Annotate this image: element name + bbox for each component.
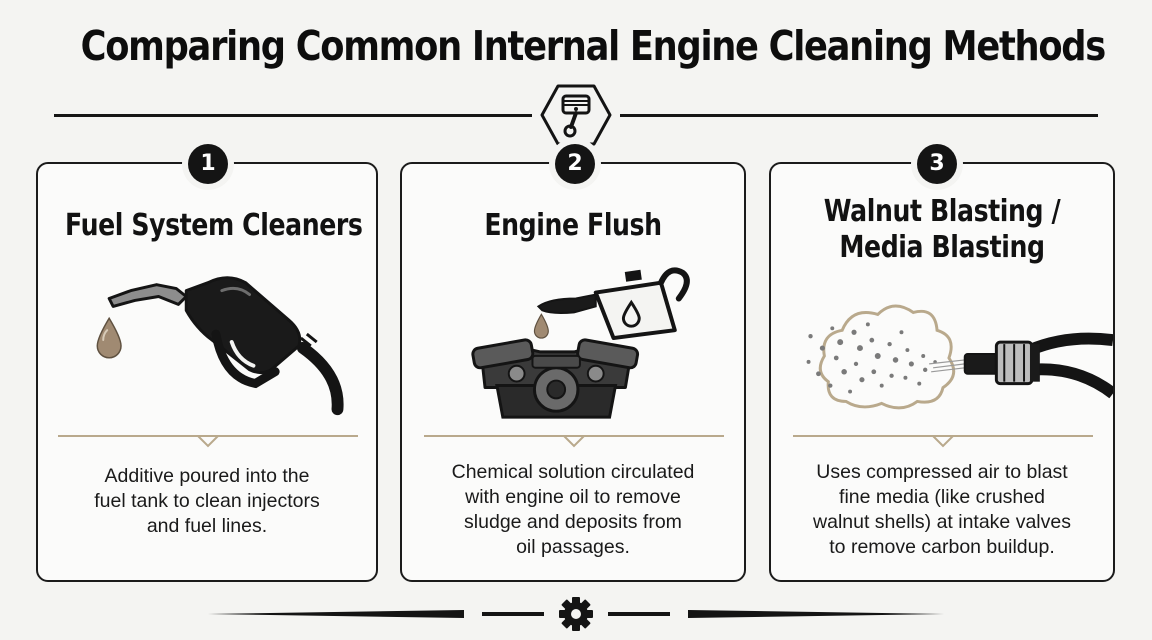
method-card-walnut-media-blasting: 3 Walnut Blasting / Media Blasting	[769, 144, 1115, 582]
oil-can-engine-icon	[471, 267, 690, 419]
section-divider	[793, 435, 1093, 448]
description-line: walnut shells) at intake valves	[813, 511, 1071, 533]
header-rule-left	[54, 114, 532, 117]
section-divider	[58, 435, 358, 448]
fuel-nozzle-icon	[96, 276, 344, 416]
step-number-badge: 3	[917, 144, 957, 184]
footer-ornament	[208, 597, 944, 631]
description-line: fuel tank to clean injectors	[94, 490, 320, 512]
description-line: fine media (like crushed	[839, 486, 1045, 508]
page-title: Comparing Common Internal Engine Cleanin…	[80, 22, 1107, 70]
description-line: sludge and deposits from	[464, 511, 682, 533]
method-card-fuel-system-cleaners: 1 Fuel System Cleaners Additive poured i…	[36, 144, 378, 582]
description-line: Additive poured into the	[104, 465, 310, 487]
media-blast-nozzle-icon	[806, 304, 1113, 410]
method-title-line: Walnut Blasting /	[823, 194, 1061, 229]
method-description: Chemical solution circulated with engine…	[402, 460, 744, 560]
step-number-badge: 1	[188, 144, 228, 184]
header-rule-right	[620, 114, 1098, 117]
description-line: with engine oil to remove	[465, 486, 681, 508]
method-card-engine-flush: 2 Engine Flush Chemical so	[400, 144, 746, 582]
gear-icon	[559, 597, 593, 631]
method-title: Walnut Blasting / Media Blasting	[798, 194, 1085, 266]
media-particles	[806, 322, 937, 394]
method-description: Additive poured into the fuel tank to cl…	[38, 464, 376, 539]
description-line: Chemical solution circulated	[451, 461, 695, 483]
description-line: to remove carbon buildup.	[829, 536, 1055, 558]
method-title-line: Media Blasting	[839, 230, 1045, 265]
description-line: oil passages.	[516, 536, 630, 558]
method-title: Fuel System Cleaners	[65, 208, 363, 244]
step-number-badge: 2	[555, 144, 595, 184]
method-description: Uses compressed air to blast fine media …	[771, 460, 1113, 560]
method-title: Engine Flush	[429, 208, 716, 244]
piston-icon	[540, 84, 612, 146]
description-line: Uses compressed air to blast	[816, 461, 1068, 483]
method-title-line: Engine Flush	[484, 208, 662, 243]
section-divider	[424, 435, 724, 448]
description-line: and fuel lines.	[146, 515, 268, 537]
method-title-line: Fuel System Cleaners	[65, 208, 363, 243]
